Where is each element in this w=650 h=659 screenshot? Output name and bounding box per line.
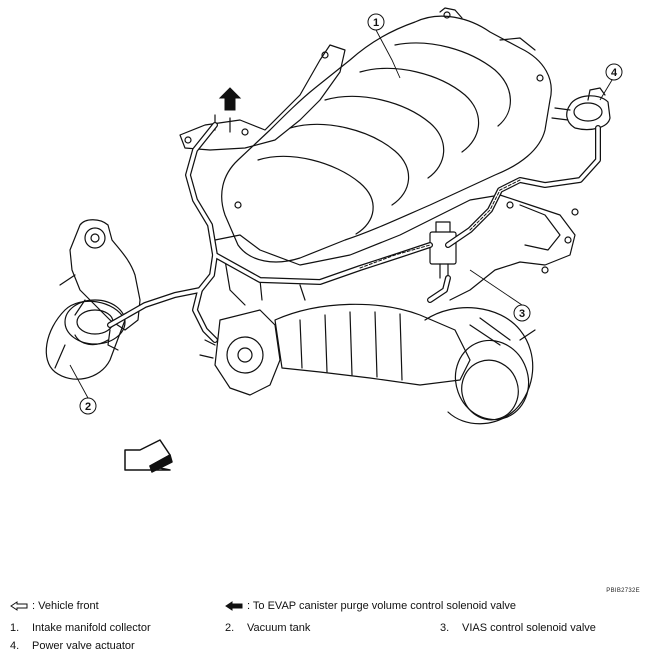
callout-circle-2 <box>79 397 97 415</box>
legend-item-label: VIAS control solenoid valve <box>462 622 596 634</box>
callout-leader-1 <box>375 29 401 79</box>
intake-manifold-collector <box>221 7 552 263</box>
vehicle-front-arrow <box>124 439 173 473</box>
callout-leader-4 <box>599 79 613 101</box>
evap-arrow-icon <box>225 601 243 611</box>
legend-evap-label: : To EVAP canister purge volume control … <box>247 600 517 612</box>
vias-control-solenoid-valve <box>429 221 457 279</box>
legend-item-2: 2. Vacuum tank <box>225 622 310 634</box>
vehicle-front-icon <box>10 601 28 611</box>
callout-circle-1 <box>367 13 385 31</box>
vacuum-hose <box>107 122 601 343</box>
callout-leader-3 <box>469 269 523 306</box>
legend-item-1: 1. Intake manifold collector <box>10 622 151 634</box>
legend-item-number: 3. <box>440 622 450 634</box>
legend-vehicle-front: : Vehicle front <box>10 600 99 612</box>
callout-4: 4 <box>611 67 618 79</box>
legend-item-number: 2. <box>225 622 235 634</box>
legend-item-3: 3. VIAS control solenoid valve <box>440 622 596 634</box>
air-inlet-duct <box>274 303 536 425</box>
legend-vehicle-front-label: : Vehicle front <box>32 600 99 612</box>
legend-item-label: Vacuum tank <box>247 622 311 634</box>
throttle-body <box>199 309 281 396</box>
callout-circle-3 <box>513 304 531 322</box>
evap-arrow <box>218 87 242 111</box>
callout-circle-4 <box>605 63 623 81</box>
callout-1: 1 <box>373 17 379 29</box>
legend-item-label: Intake manifold collector <box>32 622 151 634</box>
engine-diagram: 1 2 3 4 <box>45 7 623 473</box>
legend-evap: : To EVAP canister purge volume control … <box>225 600 516 612</box>
legend-item-number: 1. <box>10 622 20 634</box>
callout-leader-2 <box>69 364 89 399</box>
callout-3: 3 <box>519 308 525 320</box>
power-valve-actuator <box>551 87 611 131</box>
legend-item-4: 4. Power valve actuator <box>10 640 135 652</box>
figure-code: PBIB2732E <box>606 588 640 594</box>
callout-2: 2 <box>85 401 91 413</box>
legend-item-label: Power valve actuator <box>32 640 135 652</box>
vacuum-tank <box>45 299 126 380</box>
lower-intake-runners <box>214 194 579 306</box>
legend-item-number: 4. <box>10 640 20 652</box>
pump-assembly <box>59 219 141 351</box>
